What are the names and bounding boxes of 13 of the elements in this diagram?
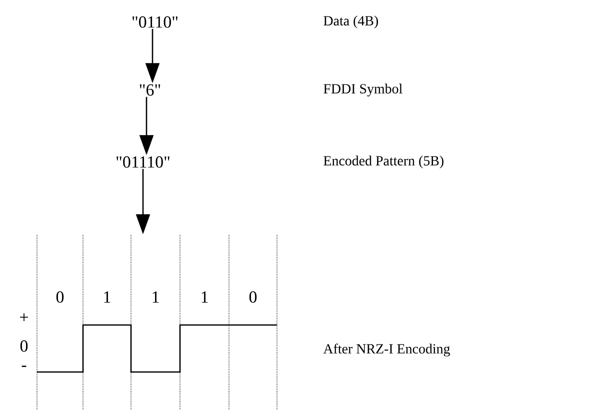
value-text: "0110" xyxy=(132,16,178,28)
caption-text: After NRZ-I Encoding xyxy=(323,344,450,356)
caption-text: Encoded Pattern (5B) xyxy=(324,156,444,168)
waveform-drawing xyxy=(36,234,278,410)
bit-label: 1 xyxy=(202,291,208,303)
caption-text: Data (4B) xyxy=(324,16,378,28)
bit-label: 0 xyxy=(56,291,64,303)
bit-label: 1 xyxy=(104,291,110,303)
value-text: "01110" xyxy=(116,156,170,168)
bit-label: 0 xyxy=(249,291,257,303)
value-text: "6" xyxy=(140,84,160,96)
caption-text: FDDI Symbol xyxy=(324,84,402,96)
bit-label: 1 xyxy=(152,291,159,303)
